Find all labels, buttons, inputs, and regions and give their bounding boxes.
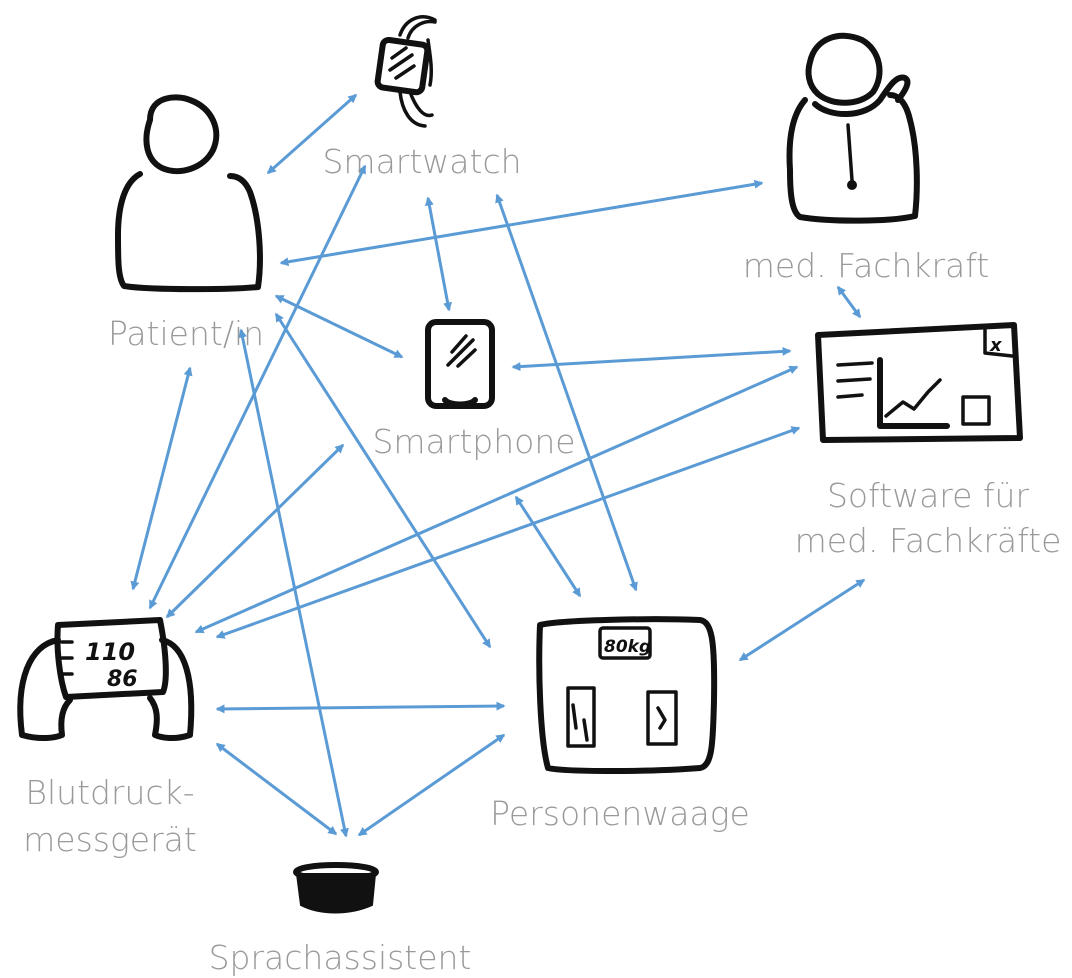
patient-node: Patient/in <box>108 94 264 353</box>
software-screen-glyph: x <box>989 335 1003 356</box>
arrow-patient-fachkraft <box>279 179 764 267</box>
bathroom-scale-icon: 80kg <box>536 616 718 774</box>
arrow-waage-sprachassistent <box>357 733 506 837</box>
bp-display-top: 110 <box>85 638 135 666</box>
arrow-patient-sprachassistent <box>238 328 349 838</box>
arrow-smartwatch-waage <box>495 193 638 592</box>
smartphone-node: Smartphone <box>372 319 576 461</box>
smartphone-label: Smartphone <box>372 422 575 461</box>
arrow-fachkraft-software <box>836 285 862 319</box>
arrow-smartwatch-smartphone <box>424 196 453 312</box>
arrow-blutdruck-waage <box>215 701 506 714</box>
software-node: x Software für med. Fachkräfte <box>795 322 1062 560</box>
person-icon <box>115 94 263 293</box>
arrow-patient-smartphone <box>274 294 404 359</box>
healthcare-worker-icon <box>786 32 920 224</box>
smart-speaker-icon <box>293 862 379 914</box>
arrow-smartphone-waage <box>514 495 582 598</box>
arrow-smartphone-software <box>511 346 792 372</box>
monitor-dashboard-icon: x <box>815 322 1023 443</box>
waage-label: Personenwaage <box>490 794 750 833</box>
arrow-patient-blutdruck <box>130 366 193 591</box>
arrow-software-blutdruck-2 <box>215 426 801 639</box>
blutdruck-node: 110 86 Blutdruck- messgerät <box>17 617 197 859</box>
fachkraft-label: med. Fachkraft <box>743 246 990 285</box>
arrow-software-waage <box>738 578 866 662</box>
patient-label: Patient/in <box>108 314 264 353</box>
arrow-blutdruck-sprachassistent <box>215 742 338 836</box>
blutdruck-label-line2: messgerät <box>23 820 197 859</box>
bp-display-bottom: 86 <box>107 667 138 692</box>
arrow-patient-smartwatch <box>266 93 358 175</box>
sprachassistent-node: Sprachassistent <box>209 862 472 977</box>
software-label-line1: Software für <box>827 476 1029 515</box>
connection-arrows <box>130 93 866 838</box>
fachkraft-node: med. Fachkraft <box>743 32 990 285</box>
smartwatch-node: Smartwatch <box>322 15 522 181</box>
blutdruck-label-line1: Blutdruck- <box>25 773 194 812</box>
software-label-line2: med. Fachkräfte <box>795 521 1062 560</box>
waage-node: 80kg Personenwaage <box>490 616 750 833</box>
smartwatch-icon <box>374 15 437 128</box>
smartwatch-label: Smartwatch <box>322 142 521 181</box>
blood-pressure-monitor-icon: 110 86 <box>17 617 195 741</box>
scale-display: 80kg <box>604 637 651 657</box>
sprachassistent-label: Sprachassistent <box>209 938 472 977</box>
arrow-smartphone-blutdruck <box>165 443 345 619</box>
smartphone-icon <box>425 319 495 409</box>
